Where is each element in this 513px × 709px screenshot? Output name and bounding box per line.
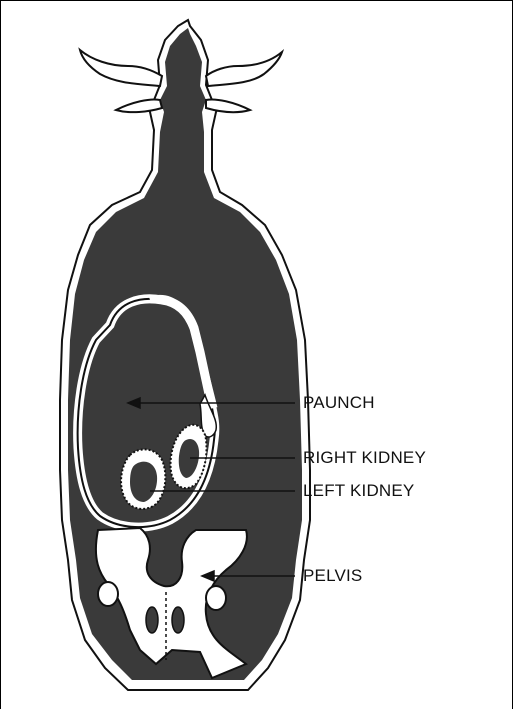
- label-right-kidney: RIGHT KIDNEY: [303, 448, 426, 468]
- left-horn: [80, 50, 162, 86]
- label-paunch: PAUNCH: [303, 393, 375, 413]
- right-hip-joint: [206, 586, 226, 610]
- left-hip-joint: [98, 582, 118, 606]
- right-horn: [206, 52, 282, 86]
- label-pelvis: PELVIS: [303, 566, 362, 586]
- left-ear: [116, 99, 162, 112]
- left-obturator: [146, 607, 158, 633]
- right-obturator: [172, 607, 184, 633]
- right-ear: [206, 99, 250, 112]
- label-left-kidney: LEFT KIDNEY: [303, 481, 414, 501]
